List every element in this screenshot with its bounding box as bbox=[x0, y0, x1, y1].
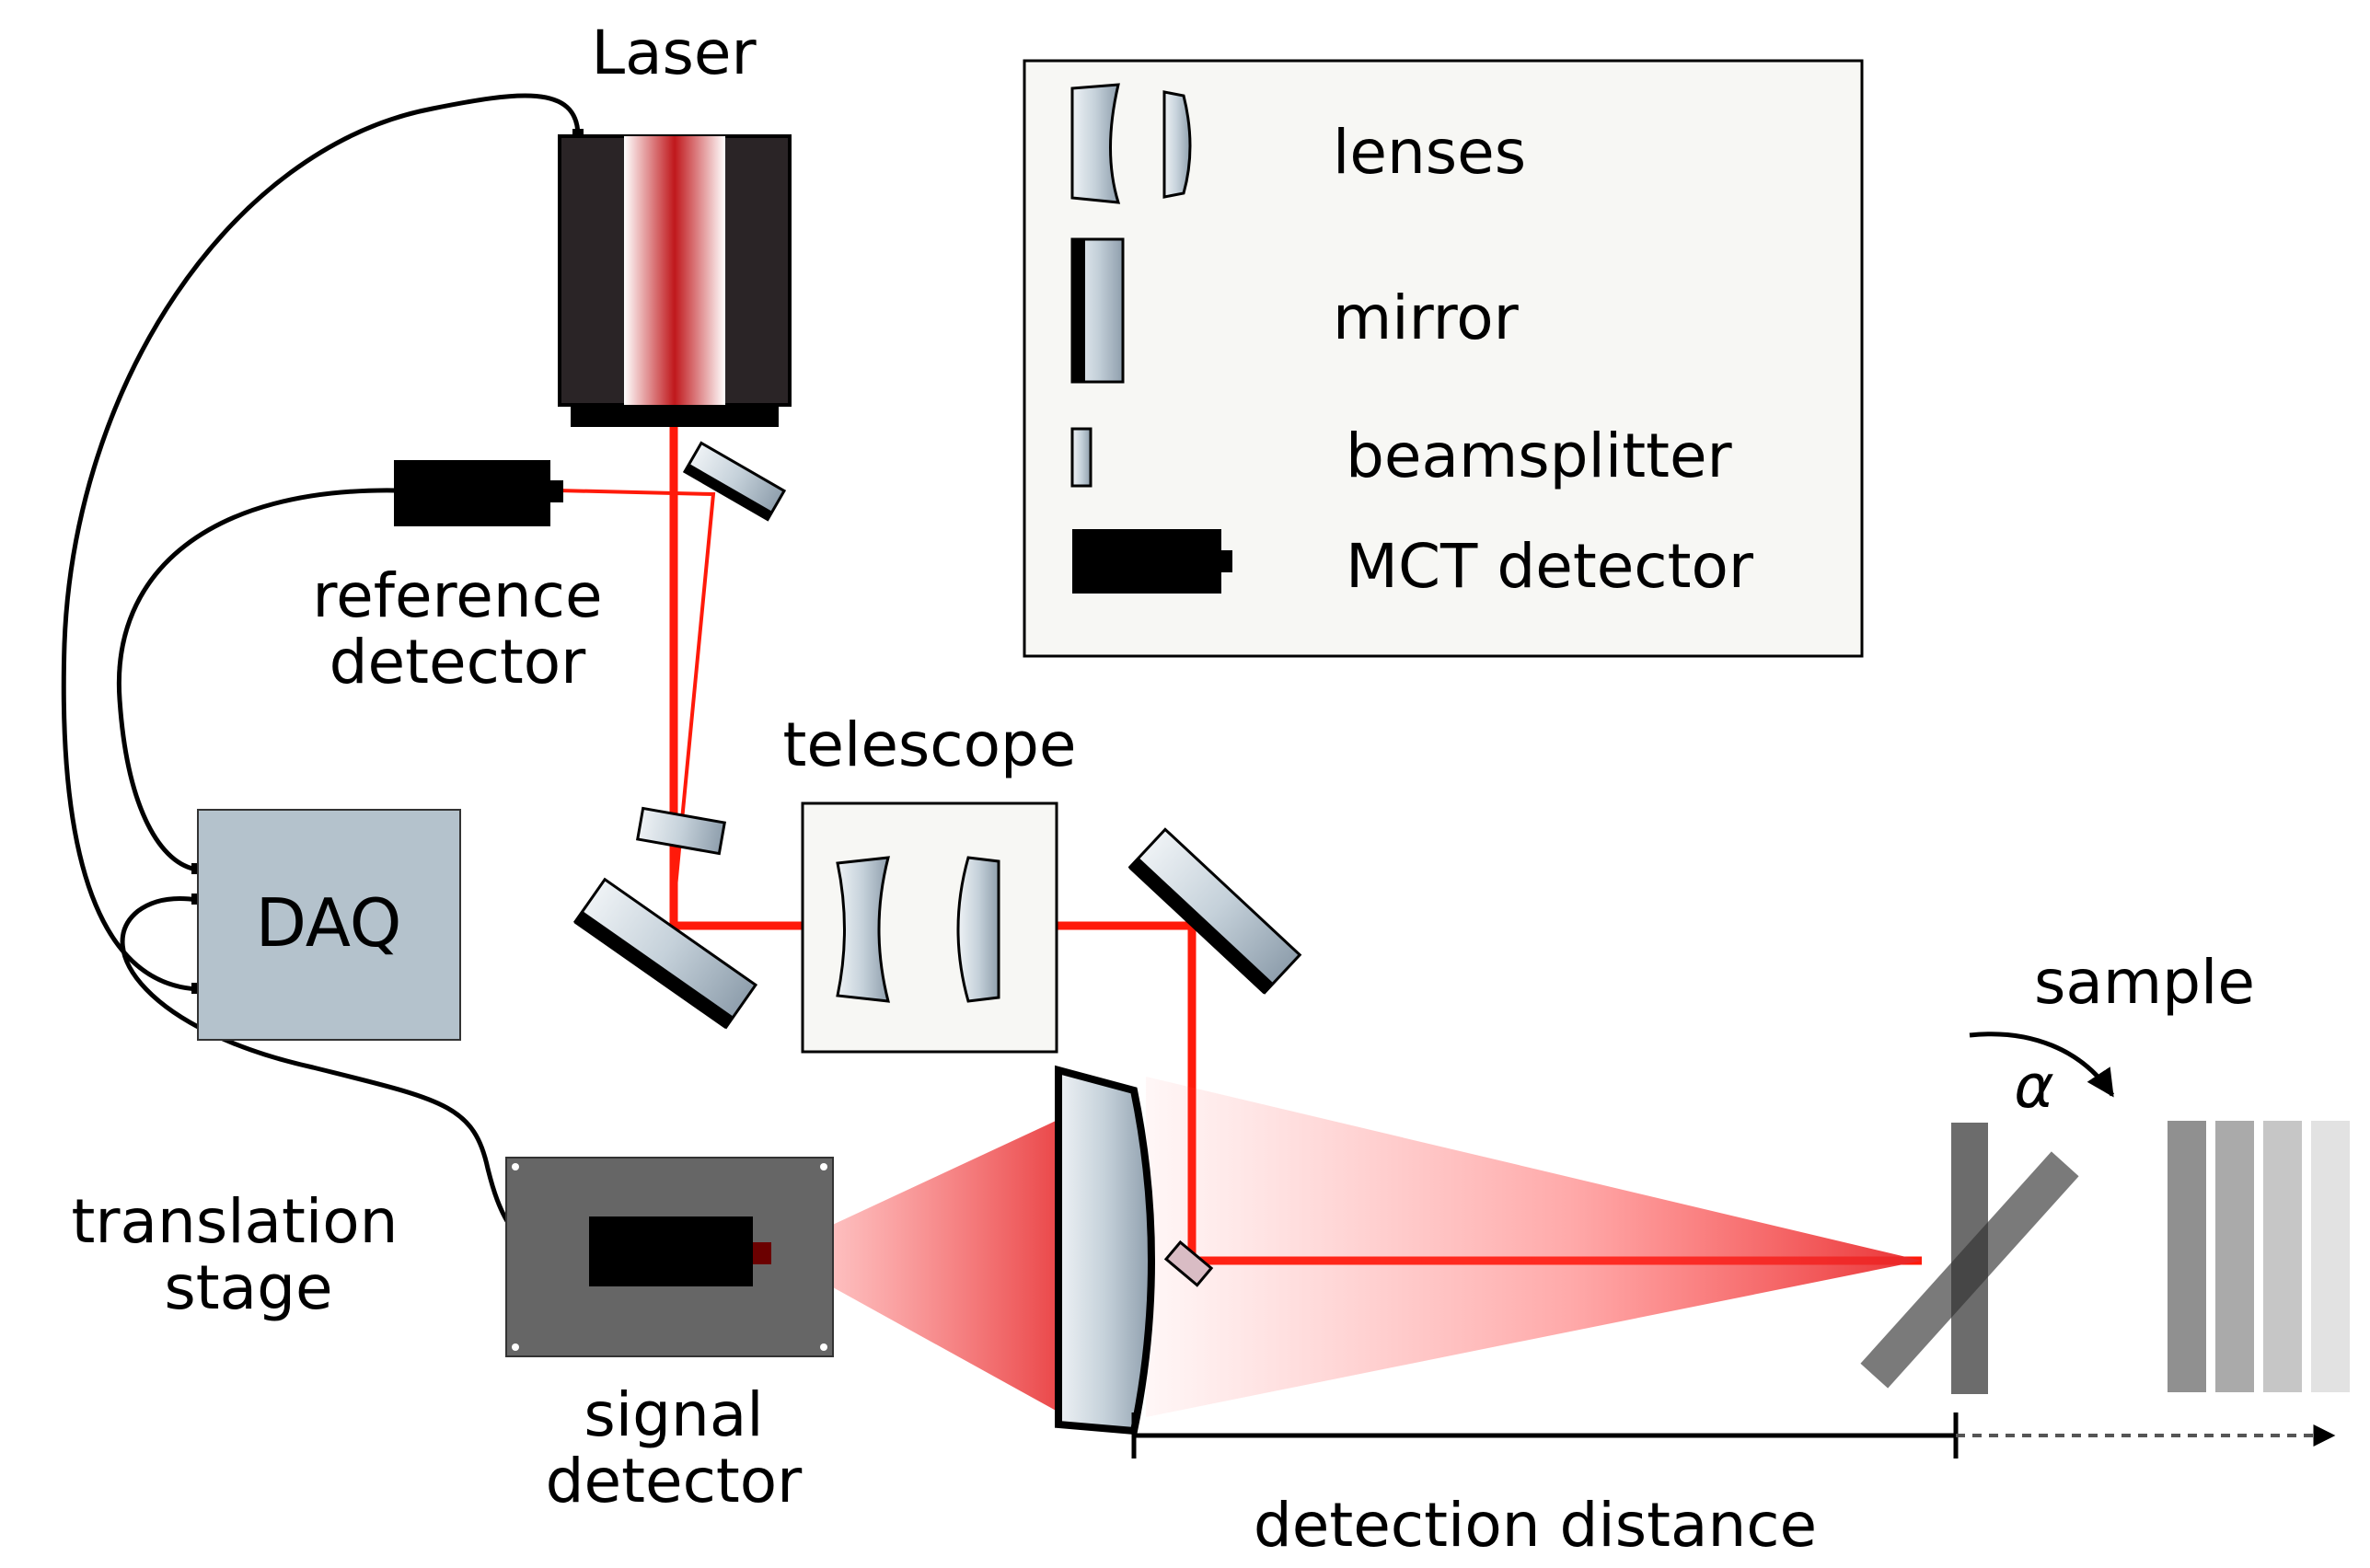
cables bbox=[61, 93, 590, 1264]
legend: lenses mirror beamsplitter MCT detector bbox=[1023, 59, 1864, 658]
focusing-mirror-body bbox=[1055, 1065, 1155, 1435]
cable-reference-daq bbox=[116, 488, 397, 872]
detection-distance: detection distance bbox=[1131, 1412, 2336, 1561]
mirror-right bbox=[1127, 827, 1302, 995]
sample-positions bbox=[2168, 1121, 2350, 1392]
signal-detector: signal detector bbox=[546, 1216, 803, 1516]
daq: DAQ bbox=[197, 809, 461, 1041]
legend-beamsplitter-icon bbox=[1070, 427, 1093, 488]
pickoff-mirror bbox=[1163, 1239, 1214, 1287]
beamsplitter-middle bbox=[635, 806, 727, 856]
telescope: telescope bbox=[783, 709, 1077, 1054]
laser-base bbox=[571, 405, 779, 427]
signal-detector-label-1: signal bbox=[584, 1379, 763, 1450]
telescope-lens-convex bbox=[956, 856, 1000, 1003]
rotation-arrow bbox=[1969, 1032, 2115, 1098]
reference-detector-body bbox=[394, 460, 550, 526]
signal-detector-window bbox=[753, 1242, 771, 1264]
reference-detector-window bbox=[550, 480, 563, 502]
detection-cone bbox=[1146, 1077, 1922, 1417]
reference-detector-label-1: reference bbox=[312, 560, 602, 631]
signal-detector-label-2: detector bbox=[546, 1446, 803, 1516]
reference-detector-label-2: detector bbox=[329, 627, 587, 698]
legend-beamsplitter-label: beamsplitter bbox=[1346, 421, 1733, 491]
daq-label: DAQ bbox=[256, 884, 402, 962]
beamsplitter-top bbox=[682, 441, 787, 522]
telescope-label: telescope bbox=[783, 709, 1077, 780]
telescope-lens-concave bbox=[836, 856, 890, 1003]
alpha-label: α bbox=[2014, 1051, 2054, 1122]
legend-mct-detector-label: MCT detector bbox=[1346, 531, 1754, 602]
legend-mct-detector-icon bbox=[1072, 529, 1221, 594]
signal-cone bbox=[771, 1115, 1068, 1417]
focusing-mirror bbox=[1055, 1065, 1155, 1435]
translation-stage-label-2: stage bbox=[164, 1252, 332, 1323]
reference-detector: reference detector bbox=[312, 460, 603, 698]
sample-plate-rotated bbox=[1860, 1151, 2079, 1389]
laser: Laser bbox=[558, 17, 792, 427]
legend-lenses-label: lenses bbox=[1333, 117, 1526, 188]
translation-stage-label-1: translation bbox=[72, 1186, 399, 1257]
telescope-housing bbox=[801, 801, 1058, 1054]
sample-label: sample bbox=[2034, 947, 2255, 1018]
legend-lens-concave-icon bbox=[1070, 83, 1121, 204]
signal-detector-body bbox=[589, 1216, 753, 1286]
daq-box bbox=[197, 809, 461, 1041]
stage-screws bbox=[512, 1163, 827, 1351]
cable-laser-daq bbox=[61, 93, 581, 992]
laser-label: Laser bbox=[591, 17, 757, 88]
beam-reference bbox=[557, 489, 716, 927]
sample: α sample bbox=[1860, 947, 2255, 1394]
laser-aperture bbox=[624, 136, 725, 405]
detection-distance-label: detection distance bbox=[1254, 1490, 1817, 1561]
cable-signal-daq bbox=[120, 895, 590, 1264]
legend-lens-convex-icon bbox=[1162, 90, 1192, 199]
legend-mirror-label: mirror bbox=[1333, 282, 1520, 353]
mirror-lower-left bbox=[572, 877, 758, 1030]
